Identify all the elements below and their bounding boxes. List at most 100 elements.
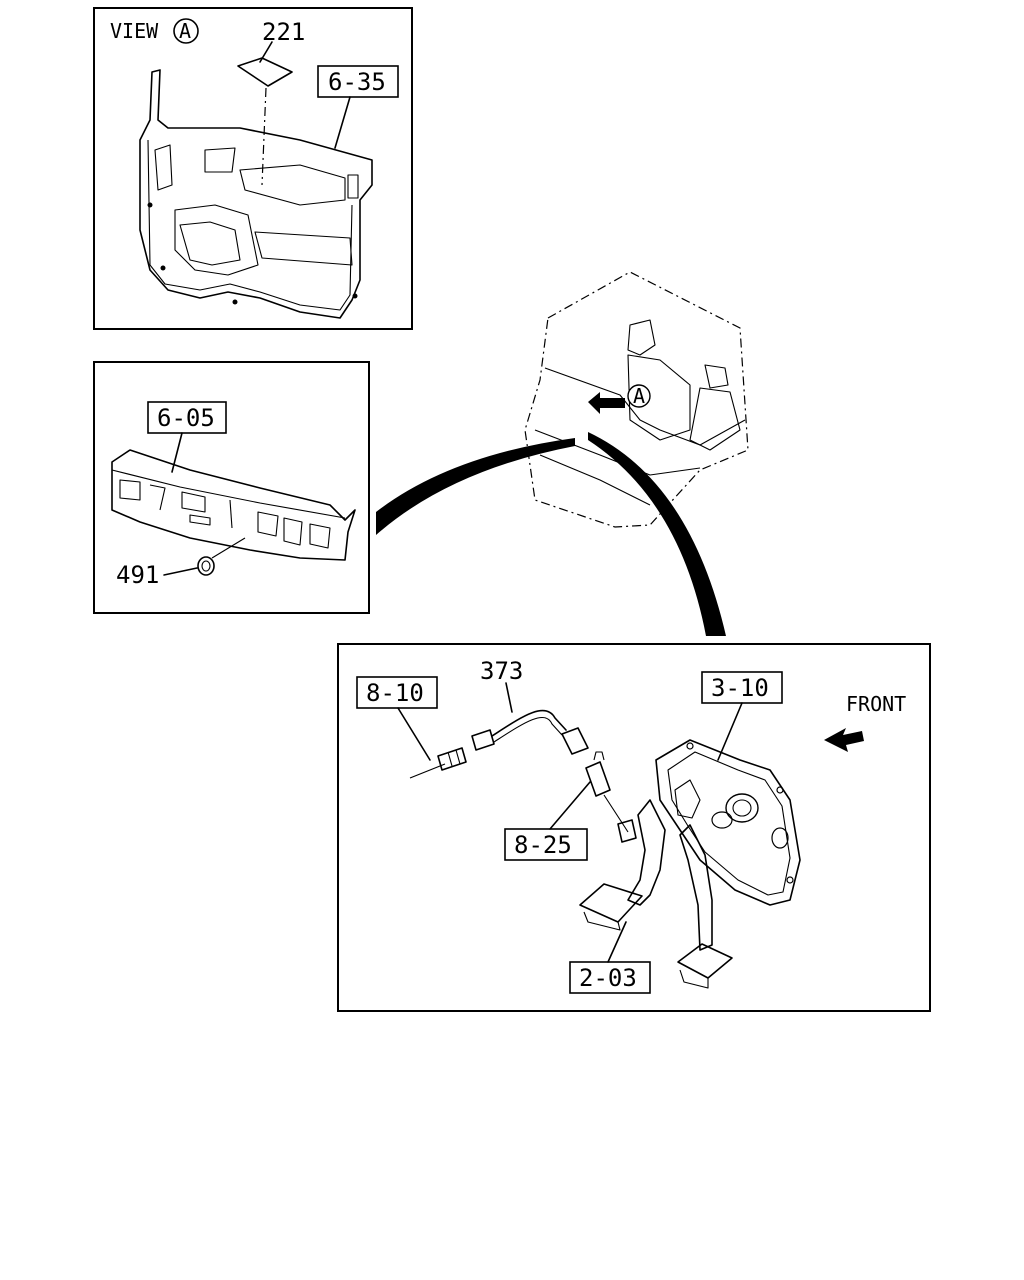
harness-8-10-wire	[409, 763, 446, 779]
callout-box-8-10	[356, 676, 438, 709]
callout-491: 491	[116, 561, 159, 589]
connector-8-10-detail	[447, 749, 461, 767]
clutch-pedal-arm	[679, 824, 713, 951]
connector-swoosh-pedal	[588, 432, 726, 636]
leader-373	[505, 682, 513, 713]
callout-6-05: 6-05	[157, 404, 215, 432]
clutch-pedal-pad	[677, 943, 733, 979]
pedal-shaft	[711, 811, 733, 829]
cover-cutout-left	[174, 204, 259, 276]
pedal-pivot-spring	[725, 793, 759, 823]
switch-8-25-wire	[603, 794, 629, 833]
pedal-bracket-outline	[655, 739, 801, 906]
callout-box-8-25	[504, 828, 588, 861]
switch-8-25-top	[593, 751, 605, 761]
dash-hole-1	[119, 479, 141, 501]
switch-8-25-body	[585, 761, 611, 797]
callout-box-3-10	[701, 671, 783, 704]
front-arrow-icon	[824, 728, 864, 752]
leader-221	[259, 41, 273, 63]
cover-screw-4	[352, 293, 358, 299]
bracket-bolt-1	[686, 742, 694, 750]
switch-bracket	[617, 819, 637, 843]
panel-dash-frame	[93, 361, 370, 614]
leader-491-to-panel	[211, 537, 246, 559]
bracket-bolt-3	[786, 876, 794, 884]
dash-panel-lip	[111, 469, 346, 519]
leader-491	[163, 567, 198, 576]
pedal-pivot-inner	[732, 799, 752, 817]
leader-6-35	[334, 96, 351, 149]
panel-pedal-frame	[337, 643, 931, 1012]
lower-cover-outline	[139, 69, 373, 319]
callout-8-10: 8-10	[366, 679, 424, 707]
cover-slot-mid	[204, 147, 236, 173]
seat-right-headrest	[704, 364, 729, 389]
leader-8-10	[397, 707, 431, 761]
leader-3-10	[717, 702, 743, 761]
dash-221	[261, 87, 267, 186]
dash-hole-2	[149, 484, 166, 511]
leader-6-05	[171, 432, 183, 473]
cover-slot-right	[347, 174, 359, 199]
view-marker-letter: A	[179, 19, 191, 43]
pedal-hub-left	[674, 779, 701, 819]
leader-8-25	[549, 781, 591, 830]
dash-hole-7	[283, 517, 303, 546]
connector-8-10	[437, 747, 467, 771]
part-221-plate	[237, 57, 293, 87]
seat-left-headrest	[627, 319, 656, 356]
dash-hole-8	[309, 523, 331, 549]
callout-2-03: 2-03	[579, 964, 637, 992]
callout-8-25: 8-25	[514, 831, 572, 859]
bracket-boss	[771, 827, 789, 849]
brake-pedal-pad	[579, 883, 643, 923]
harness-373-wire-2	[493, 717, 563, 743]
callout-box-6-05	[147, 401, 227, 434]
panel-view-a: VIEW A 221 6-35	[93, 7, 413, 330]
cover-screw-1	[147, 202, 153, 208]
brake-pedal-pad-side	[583, 911, 621, 931]
bracket-bolt-2	[776, 786, 784, 794]
cab-floor-line-2	[539, 454, 651, 506]
cover-recess-bottom	[254, 231, 353, 266]
connector-swoosh-dash	[376, 438, 575, 535]
seat-left	[627, 354, 691, 441]
view-marker-circle	[173, 18, 199, 44]
clutch-pedal-pad-side	[679, 969, 709, 989]
cab-dash-line	[544, 367, 746, 446]
view-a-arrow	[588, 392, 625, 414]
cab-marker-letter: A	[633, 384, 645, 408]
dash-hole-6	[257, 511, 279, 537]
cover-screw-2	[160, 265, 166, 271]
seat-right	[689, 387, 741, 451]
dash-hole-5	[229, 499, 233, 529]
callout-box-2-03	[569, 961, 651, 994]
dash-hole-4	[189, 514, 211, 526]
front-label: FRONT	[846, 692, 906, 716]
panel-dash: 6-05 491	[93, 361, 370, 614]
panel-pedal: FRONT 8-10 373 8-25 3-10	[337, 643, 931, 1012]
cover-recess-top	[239, 164, 346, 206]
cab-marker-circle	[627, 384, 651, 408]
grommet-491	[197, 556, 215, 576]
panel-view-a-frame	[93, 7, 413, 330]
dash-hole-3	[181, 491, 206, 513]
grommet-491-inner	[201, 560, 211, 572]
callout-3-10: 3-10	[711, 674, 769, 702]
leader-2-03	[607, 921, 627, 963]
callout-373: 373	[480, 657, 523, 685]
connector-373-a	[471, 729, 495, 751]
dash-panel-outline	[111, 449, 356, 561]
brake-pedal-arm	[627, 799, 666, 906]
callout-6-35: 6-35	[328, 68, 386, 96]
cover-screw-3	[232, 299, 238, 305]
view-title: VIEW	[110, 19, 159, 43]
connector-373-b	[561, 727, 589, 755]
callout-221: 221	[262, 18, 305, 46]
cover-slot-left	[154, 144, 173, 191]
cover-cutout-left-inner	[179, 221, 241, 266]
lower-cover-inner-edge	[147, 139, 353, 311]
cab-outline	[524, 271, 749, 528]
